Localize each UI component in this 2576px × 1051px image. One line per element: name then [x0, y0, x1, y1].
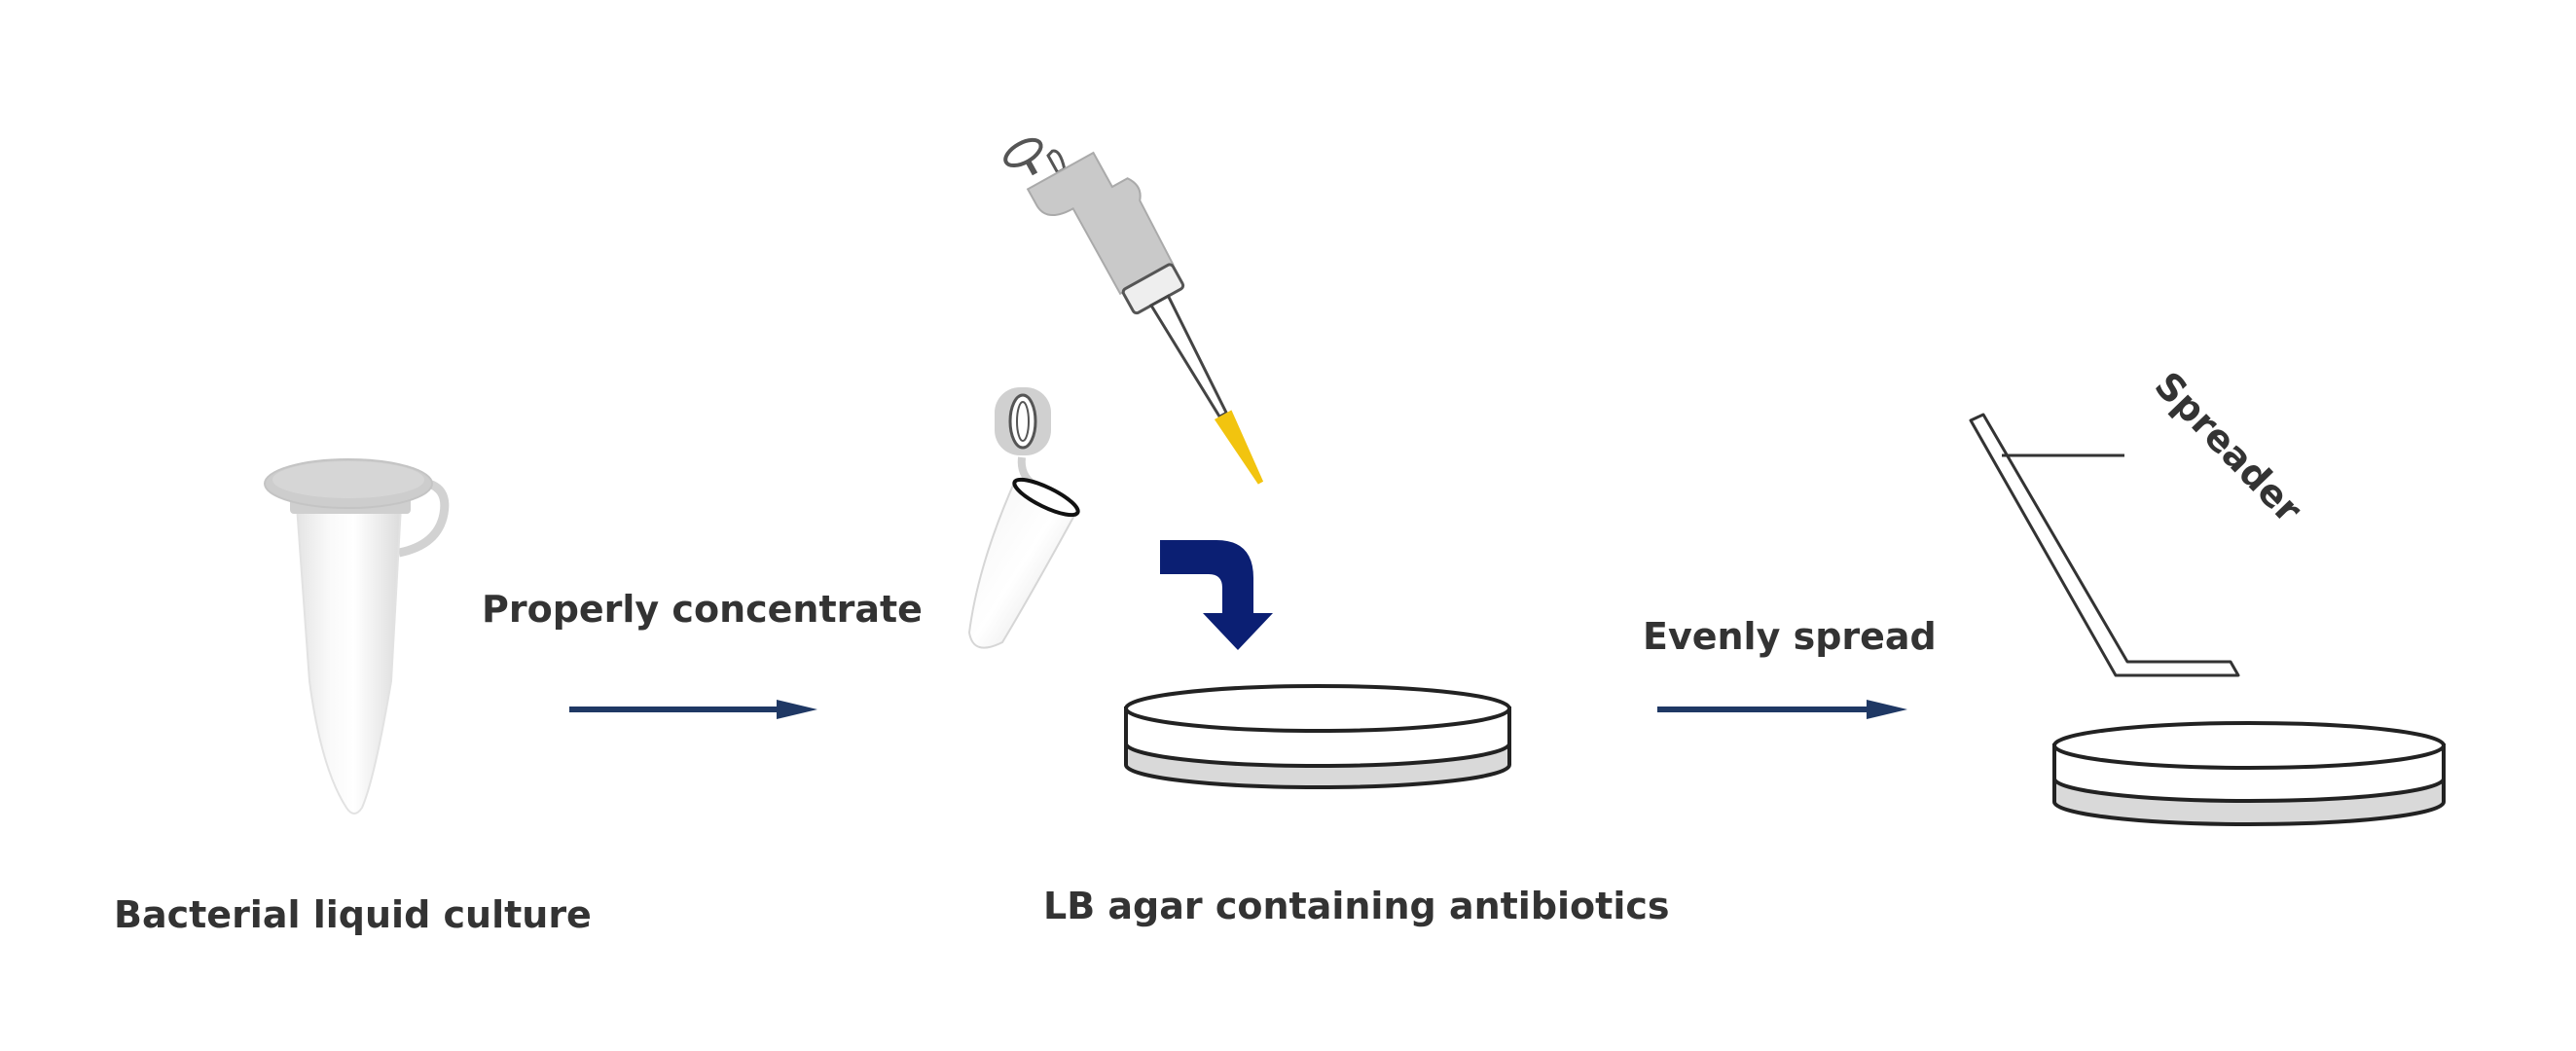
pipette-icon: [1003, 137, 1264, 485]
step1-label: Properly concentrate: [482, 588, 923, 631]
arrow-right-icon: [1657, 700, 1907, 719]
open-tube-icon: [967, 387, 1080, 649]
spreader-icon: [1969, 413, 2240, 677]
step2-label: Evenly spread: [1643, 615, 1937, 658]
microcentrifuge-tube-icon: [264, 458, 450, 815]
arrow-right-icon: [569, 700, 817, 719]
petri-dish-icon: [2052, 721, 2446, 826]
spreader-label: Spreader: [2147, 364, 2310, 531]
curved-arrow-down-icon: [1160, 540, 1273, 650]
plate-label: LB agar containing antibiotics: [1043, 885, 1670, 927]
tube-label: Bacterial liquid culture: [114, 893, 592, 936]
petri-dish-icon: [1124, 684, 1511, 789]
